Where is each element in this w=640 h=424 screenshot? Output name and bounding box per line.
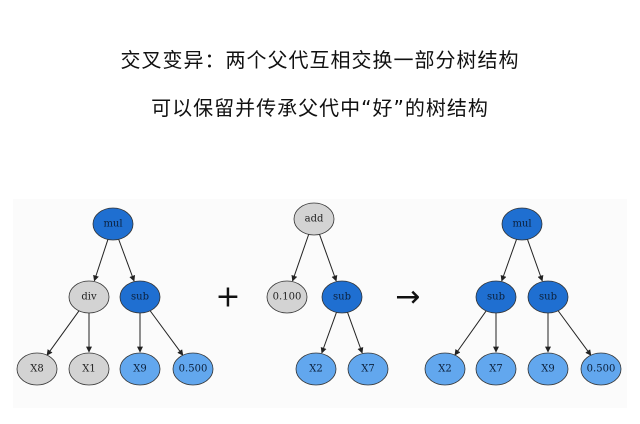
offspring-node-2: sub <box>527 280 569 314</box>
parent-1-edge-1 <box>118 238 136 282</box>
parent-2-edge-1 <box>318 233 338 282</box>
parent-2-edge-3 <box>346 311 364 354</box>
parent-2-node-2-shape <box>321 280 363 314</box>
parent-1-node-4-label: X1 <box>82 364 95 375</box>
parent-2-edge-0 <box>291 233 310 282</box>
parent-1-node-3-label: X8 <box>30 364 43 375</box>
parent-1-node-3: X8 <box>16 352 58 386</box>
offspring-node-1-label: sub <box>487 292 505 303</box>
offspring-node-2-shape <box>527 280 569 314</box>
parent-1-node-0-label: mul <box>103 219 122 230</box>
parent-1-node-5-label: X9 <box>133 364 146 375</box>
offspring-edge-1 <box>526 238 544 282</box>
parent-1-edge-2 <box>46 309 81 356</box>
offspring-node-3: X2 <box>424 352 466 386</box>
parent-2-node-1-shape <box>266 280 308 314</box>
offspring-node-0-shape <box>501 207 543 241</box>
parent-2-node-1: 0.100 <box>266 280 308 314</box>
offspring-node-1-shape <box>475 280 517 314</box>
parent-1-node-0-shape <box>92 207 134 241</box>
parent-2-node-4: X7 <box>347 352 389 386</box>
parent-2-node-0: add <box>293 202 335 236</box>
parent-2-node-2-label: sub <box>333 292 351 303</box>
parent-1-node-1-shape <box>68 280 110 314</box>
parent-2-node-3: X2 <box>295 352 337 386</box>
parent-1-node-2: sub <box>119 280 161 314</box>
parent-2-node-4-shape <box>347 352 389 386</box>
parent-1-node-0: mul <box>92 207 134 241</box>
offspring-edge-0 <box>500 238 518 282</box>
parent-2-node-0-shape <box>293 202 335 236</box>
offspring-node-5-shape <box>527 352 569 386</box>
title-line-1: 交叉变异：两个父代互相交换一部分树结构 <box>120 48 520 72</box>
offspring-node-6-label: 0.500 <box>587 364 616 375</box>
plus-operator: + <box>215 280 240 315</box>
offspring-node-4: X7 <box>475 352 517 386</box>
parent-2-node-3-shape <box>295 352 337 386</box>
parent-2-node-3-label: X2 <box>309 364 322 375</box>
offspring-node-2-label: sub <box>539 292 557 303</box>
parent-1-node-5-shape <box>119 352 161 386</box>
parent-1-node-2-shape <box>119 280 161 314</box>
offspring-node-6-shape <box>580 352 622 386</box>
offspring-node-0: mul <box>501 207 543 241</box>
offspring-node-5-label: X9 <box>541 364 554 375</box>
parent-2-edge-2 <box>320 311 338 354</box>
parent-1-node-1: div <box>68 280 110 314</box>
offspring-node-4-label: X7 <box>489 364 502 375</box>
parent-2-node-0-label: add <box>305 214 324 225</box>
title-line-2: 可以保留并传承父代中“好”的树结构 <box>151 96 489 120</box>
arrow-operator: → <box>395 280 420 315</box>
parent-1-node-4: X1 <box>68 352 110 386</box>
offspring-node-3-shape <box>424 352 466 386</box>
parent-1-node-3-shape <box>16 352 58 386</box>
offspring-node-0-label: mul <box>512 219 531 230</box>
offspring-node-1: sub <box>475 280 517 314</box>
offspring-node-3-label: X2 <box>438 364 451 375</box>
offspring-node-6: 0.500 <box>580 352 622 386</box>
parent-1-node-2-label: sub <box>131 292 149 303</box>
parent-2-node-1-label: 0.100 <box>273 292 302 303</box>
offspring-node-5: X9 <box>527 352 569 386</box>
parent-1-node-5: X9 <box>119 352 161 386</box>
offspring-node-4-shape <box>475 352 517 386</box>
parent-1-node-1-label: div <box>81 292 97 303</box>
parent-1-node-6-label: 0.500 <box>179 364 208 375</box>
offspring-edge-5 <box>557 309 592 356</box>
parent-1-edge-5 <box>149 309 184 356</box>
parent-1-node-4-shape <box>68 352 110 386</box>
parent-2-node-4-label: X7 <box>361 364 374 375</box>
parent-1-node-6-shape <box>172 352 214 386</box>
parent-1-edge-0 <box>93 239 109 282</box>
offspring-edge-2 <box>454 309 488 356</box>
parent-2-node-2: sub <box>321 280 363 314</box>
parent-1-node-6: 0.500 <box>172 352 214 386</box>
